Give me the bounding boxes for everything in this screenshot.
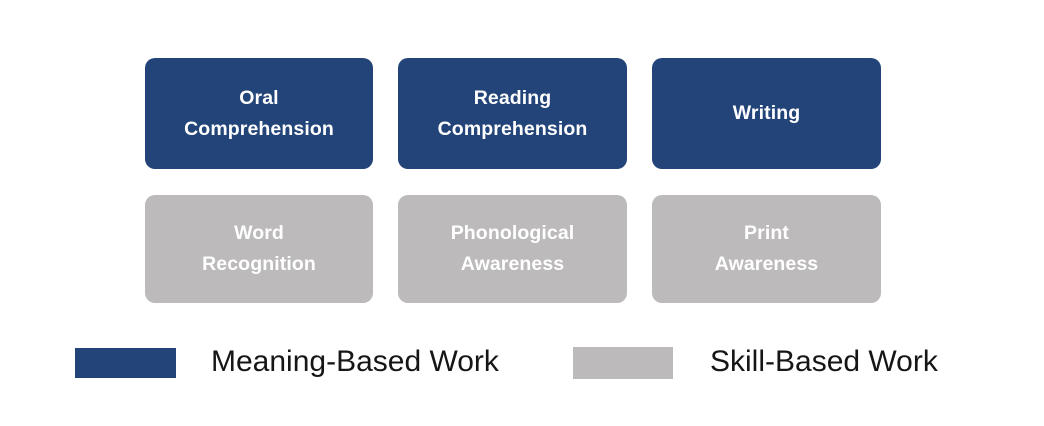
box-label-line: Word xyxy=(234,222,284,244)
box-writing[interactable]: Writing xyxy=(652,58,881,169)
box-reading-comprehension[interactable]: Reading Comprehension xyxy=(398,58,627,169)
box-label-line: Awareness xyxy=(714,253,819,275)
box-phonological-awareness[interactable]: Phonological Awareness xyxy=(398,195,627,303)
box-label-line: Writing xyxy=(732,102,801,124)
box-word-recognition[interactable]: Word Recognition xyxy=(145,195,373,303)
box-label-line: Reading xyxy=(473,86,552,109)
legend-label-meaning-based-work: Meaning-Based Work xyxy=(211,345,499,378)
box-label-line: Comprehension xyxy=(184,117,334,140)
box-label-line: Awareness xyxy=(460,253,565,275)
box-label-line: Comprehension xyxy=(437,117,588,140)
box-print-awareness[interactable]: Print Awareness xyxy=(652,195,881,303)
box-label-line: Recognition xyxy=(202,253,316,275)
legend-swatch-skill-based-work xyxy=(573,347,673,379)
box-label-line: Print xyxy=(744,222,789,244)
box-oral-comprehension[interactable]: Oral Comprehension xyxy=(145,58,373,169)
legend-label-skill-based-work: Skill-Based Work xyxy=(710,345,938,378)
legend-swatch-meaning-based-work xyxy=(75,348,176,378)
box-label-line: Oral xyxy=(239,86,279,109)
box-label-line: Phonological xyxy=(450,222,575,244)
